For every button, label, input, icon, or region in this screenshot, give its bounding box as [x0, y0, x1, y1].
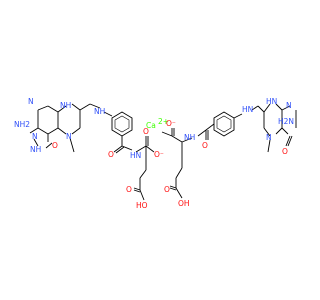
pteridine-nh-label-right-top: HN [266, 97, 277, 106]
right-pteridine-ring-a [281, 105, 297, 147]
amide-o-label-right: O [202, 141, 208, 150]
atom-labels: NH2 N NH N NH O N NH O HN O O⁻ O HO Ca 2… [14, 97, 294, 210]
right-pteridine-ring-b [263, 103, 283, 153]
pteridine-n5-label-right: N [266, 133, 272, 142]
calcium-charge-label: 2+ [158, 117, 169, 126]
left-pteridine-ring-a [29, 105, 59, 149]
pteridine-n-label-left-2: N [28, 97, 34, 106]
chemical-structure-diagram: NH2 N NH N NH O N NH O HN O O⁻ O HO Ca 2… [0, 0, 300, 300]
linker-nh-label-left: NH [94, 107, 105, 116]
pteridine-n-label-right: N [286, 101, 292, 110]
pteridine-nh-label-left-bottom: NH [30, 145, 41, 154]
left-pteridine-ring-b [57, 103, 81, 153]
carboxylate-label-right: O⁻ [166, 119, 176, 128]
amino-label-left: NH2 [14, 120, 30, 129]
calcium-label: Ca [146, 121, 156, 130]
hydroxyl-label-left: HO [136, 201, 148, 210]
carboxylate-label-left: O⁻ [154, 150, 164, 159]
side-chain-o-label-right: O [164, 185, 170, 194]
carboxyl-o-label-left: O [143, 127, 149, 136]
amide-o-label-left: O [108, 150, 114, 159]
pteridine-oxo-label-right: O [282, 147, 288, 156]
pteridine-nh-label-left-top: NH [60, 101, 71, 110]
hydroxyl-label-right: OH [178, 199, 190, 208]
background [0, 0, 300, 300]
pteridine-oxo-label-left: O [52, 141, 58, 150]
amide-nh-label-left: HN [130, 151, 141, 160]
linker-nh-label-right: HN [242, 105, 253, 114]
side-chain-o-label-left: O [126, 185, 132, 194]
amide-nh-label-right: NH [184, 133, 195, 142]
pteridine-n-label-left-1: N [32, 132, 38, 141]
right-folate-unit [161, 103, 297, 199]
left-benzene-ring [111, 111, 133, 137]
left-folate-unit [29, 103, 155, 201]
amino-label-right: H2N [278, 117, 294, 126]
pteridine-n5-label-left: N [66, 132, 72, 141]
right-benzene-ring [213, 111, 235, 137]
